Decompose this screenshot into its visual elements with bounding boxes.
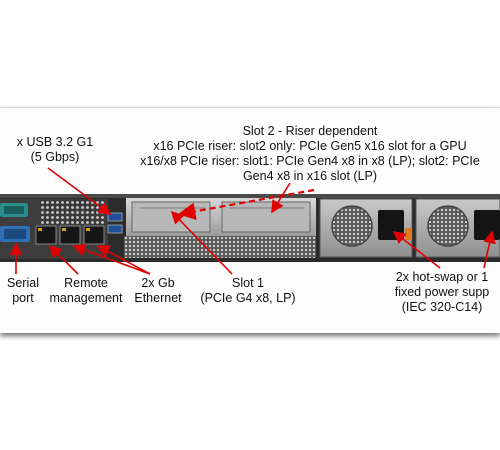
remote-management-port-led <box>38 228 42 231</box>
remote-management-label: Remote management <box>46 276 126 306</box>
slot2-label: Slot 2 - Riser dependent x16 PCIe riser:… <box>120 124 500 184</box>
remote-management-callout-arrow <box>48 244 79 275</box>
serial-port-label: Serial port <box>0 276 46 306</box>
slot2-callout-arrow <box>271 182 291 214</box>
psu-1-fan <box>331 205 373 247</box>
serial-port-inner <box>4 229 26 239</box>
slot1-callout-arrow <box>170 210 233 275</box>
usb-label: x USB 3.2 G1 (5 Gbps) <box>0 135 110 165</box>
ethernet-label-line-1: 2x Gb <box>141 276 175 290</box>
slot2-dashed-callout-arrow <box>177 188 315 220</box>
chassis-top-edge <box>0 194 500 198</box>
slot2-label-line-1: Slot 2 - Riser dependent <box>242 124 378 138</box>
usb-label-line-1: x USB 3.2 G1 <box>16 135 94 149</box>
power-supply-label-line-1: 2x hot-swap or 1 <box>395 270 489 284</box>
usb-label-line-2: (5 Gbps) <box>30 150 80 164</box>
lower-vent-mesh <box>124 236 316 258</box>
slot1-label-line-1: Slot 1 <box>232 276 264 290</box>
remote-management-label-line-2: management <box>49 291 123 305</box>
ethernet-label-line-2: Ethernet <box>134 291 182 305</box>
power-supply-label: 2x hot-swap or 1 fixed power supp (IEC 3… <box>384 270 500 315</box>
ethernet-callout-arrow-1 <box>72 243 151 275</box>
slot1-label-line-2: (PCIe G4 x8, LP) <box>200 291 296 305</box>
slot1-label: Slot 1 (PCIe G4 x8, LP) <box>186 276 310 306</box>
ethernet-port-1-led <box>62 228 66 231</box>
power-supply-label-line-3: (IEC 320-C14) <box>401 300 483 314</box>
pcie-slot-2-bracket <box>221 201 311 233</box>
psu-1-callout-arrow <box>392 231 441 269</box>
serial-port-label-line-1: Serial <box>7 276 39 290</box>
usb-port-2 <box>107 224 123 234</box>
psu-2-fan <box>427 205 469 247</box>
slot2-label-line-3: x16/x8 PCIe riser: slot1: PCIe Gen4 x8 i… <box>140 154 480 168</box>
ethernet-callout-arrow-2 <box>96 245 151 275</box>
slot2-label-line-2: x16 PCIe riser: slot2 only: PCIe Gen5 x1… <box>153 139 467 153</box>
psu-2-callout-arrow <box>483 230 496 269</box>
slot2-label-line-4: Gen4 x8 in x16 slot (LP) <box>242 169 378 183</box>
serial-port-label-line-2: port <box>12 291 34 305</box>
psu-1-latch <box>405 228 412 240</box>
usb-callout-arrow <box>47 167 112 215</box>
power-supply-label-line-2: fixed power supp <box>394 285 490 299</box>
ethernet-label: 2x Gb Ethernet <box>126 276 190 306</box>
remote-management-label-line-1: Remote <box>64 276 108 290</box>
usb-port-1 <box>107 212 123 222</box>
vga-port-inner <box>4 206 24 214</box>
ethernet-port-2-led <box>86 228 90 231</box>
